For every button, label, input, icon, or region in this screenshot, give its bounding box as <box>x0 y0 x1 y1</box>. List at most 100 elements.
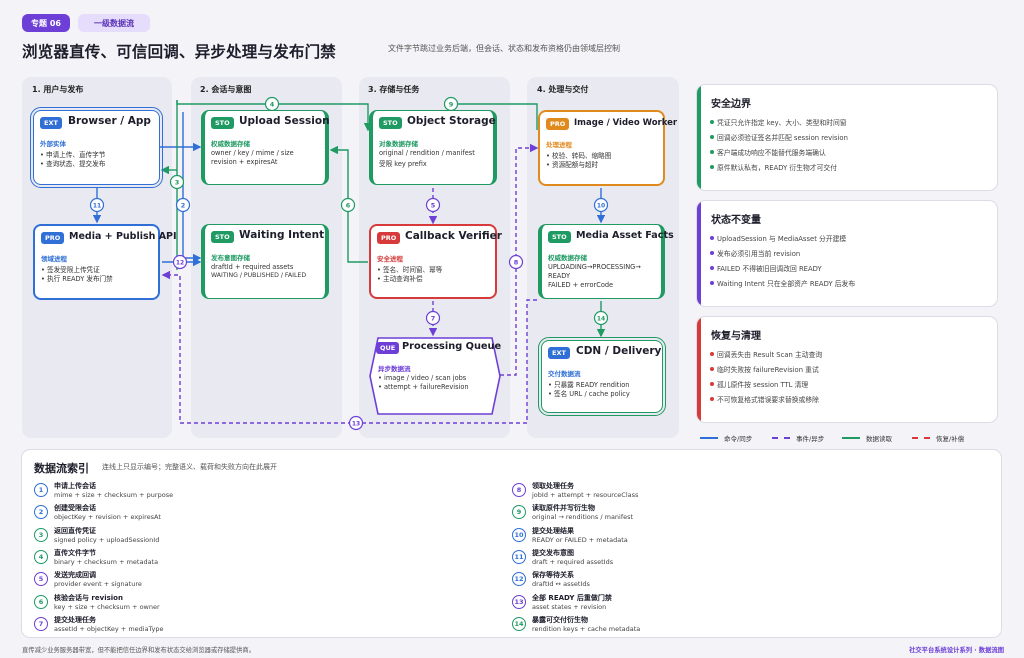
node-line: • 申请上传、直传字节 <box>40 151 106 159</box>
lane-title-user: 1. 用户与发布 <box>32 85 84 94</box>
flow-badge-12: 12 <box>172 254 188 270</box>
node-line: • 签名 URL / cache policy <box>548 390 630 398</box>
svg-text:2: 2 <box>181 202 186 210</box>
index-item-desc: jobId + attempt + resourceClass <box>532 491 639 499</box>
node-media-api: PRO Media + Publish API 领域进程 • 签发受限上传凭证 … <box>33 224 177 300</box>
panel-security: 安全边界 凭证只允许指定 key、大小、类型和时间窗 回调必须验证签名并匹配 s… <box>697 85 997 190</box>
node-title: Callback Verifier <box>405 230 502 242</box>
node-role: 外部实体 <box>40 140 66 148</box>
node-line: • 只暴露 READY rendition <box>548 381 630 389</box>
node-tag: STO <box>548 231 571 243</box>
node-title: Upload Session <box>239 115 330 127</box>
flow-badge-14: 14 <box>593 310 609 326</box>
panel-item: 凭证只允许指定 key、大小、类型和时间窗 <box>710 117 847 127</box>
svg-text:13: 13 <box>352 421 360 428</box>
legend-recovery: 恢复/补偿 <box>912 433 964 443</box>
panel-title: 状态不变量 <box>711 215 761 226</box>
node-role: 安全进程 <box>377 255 403 263</box>
index-item-desc: asset states + revision <box>532 602 607 611</box>
svg-text:3: 3 <box>175 179 180 187</box>
level-tag: 一级数据流 <box>78 14 150 32</box>
index-number-badge: 13 <box>512 594 526 609</box>
node-title: CDN / Delivery <box>576 345 662 357</box>
index-item-desc: READY or FAILED + metadata <box>532 535 628 544</box>
flow-badge-10: 10 <box>593 197 609 213</box>
lane-title-storage: 3. 存储与任务 <box>368 85 420 94</box>
page-title: 浏览器直传、可信回调、异步处理与发布门禁 <box>22 43 337 61</box>
index-item-desc: binary + checksum + metadata <box>54 557 159 566</box>
node-line: UPLOADING→PROCESSING→ <box>548 263 641 271</box>
index-number-badge: 6 <box>34 594 48 609</box>
node-cdn: EXT CDN / Delivery 交付数据流 • 只暴露 READY ren… <box>538 337 666 416</box>
index-item-desc: draftId ↔ assetIds <box>532 580 590 589</box>
index-number-badge: 11 <box>512 549 526 564</box>
footer-note: 直传减少业务服务器带宽，但不能把信任边界和发布状态交给浏览器或存储提供商。 <box>22 647 255 654</box>
flow-badge-5: 5 <box>425 197 441 213</box>
flow-badge-6: 6 <box>340 197 356 213</box>
node-line: • 签名、时间窗、幂等 <box>377 266 443 274</box>
node-line: • 主动查询补偿 <box>377 275 423 283</box>
index-item-title: 提交发布意图 <box>532 548 574 557</box>
panel-invariants: 状态不变量 UploadSession 与 MediaAsset 分开建模 发布… <box>697 201 997 306</box>
panel-accent-bar <box>697 317 701 422</box>
node-object-storage: STO Object Storage 对象数据存储 original / ren… <box>369 110 497 185</box>
index-item-title: 保存等待关系 <box>532 571 574 580</box>
node-tag: PRO <box>377 232 401 244</box>
panel-item: UploadSession 与 MediaAsset 分开建模 <box>710 233 846 243</box>
lane-title-session: 2. 会话与意图 <box>200 85 252 94</box>
index-item-desc: signed policy + uploadSessionId <box>54 535 160 544</box>
node-tag: PRO <box>41 232 65 244</box>
panel-recovery: 恢复与清理 回调丢失由 Result Scan 主动查询 临时失败按 failu… <box>697 317 997 422</box>
index-number-badge: 1 <box>34 483 48 497</box>
index-item-title: 返回直传凭证 <box>54 526 96 535</box>
index-number-badge: 2 <box>34 505 48 520</box>
node-line: owner / key / mime / size <box>211 149 294 157</box>
index-number-badge: 3 <box>34 527 48 542</box>
index-item-title: 暴露可交付衍生物 <box>532 615 588 624</box>
node-role: 权威数据存储 <box>548 254 587 262</box>
panel-item: 回调丢失由 Result Scan 主动查询 <box>710 349 822 359</box>
svg-text:5: 5 <box>431 202 436 210</box>
index-number-badge: 9 <box>512 505 526 520</box>
index-item-title: 核验会话与 revision <box>54 593 123 602</box>
flow-badge-7: 7 <box>425 310 441 326</box>
svg-text:8: 8 <box>514 259 519 267</box>
node-tag: QUE <box>376 342 400 354</box>
flow-badge-13: 13 <box>348 415 364 431</box>
node-tag: EXT <box>548 347 570 359</box>
index-item-desc: mime + size + checksum + purpose <box>54 491 174 499</box>
node-role: 发布意图存储 <box>211 254 250 262</box>
node-title: Media Asset Facts <box>576 230 674 241</box>
panel-item: 原件默认私有，READY 衍生物才可交付 <box>710 162 837 172</box>
topic-tag: 专题 06 <box>22 14 70 32</box>
index-item-desc: original → renditions / manifest <box>532 513 634 522</box>
flow-badge-9: 9 <box>443 96 459 112</box>
index-number-badge: 4 <box>34 549 48 564</box>
node-role: 处理进程 <box>546 141 572 149</box>
flow-badge-11: 11 <box>89 197 105 213</box>
node-line: original / rendition / manifest <box>379 149 475 157</box>
node-line: • attempt + failureRevision <box>378 383 469 391</box>
svg-text:7: 7 <box>431 315 436 323</box>
legend-event: 事件/异步 <box>772 433 824 443</box>
node-line: • 资源配额与超时 <box>546 161 599 169</box>
panel-item: 回调必须验证签名并匹配 session revision <box>710 132 848 142</box>
node-asset-facts: STO Media Asset Facts 权威数据存储 UPLOADING→P… <box>538 224 674 299</box>
lane-title-processing: 4. 处理与交付 <box>537 85 589 94</box>
index-item-title: 创建受限会话 <box>54 504 96 513</box>
node-line: revision + expiresAt <box>211 158 278 166</box>
flow-badge-3: 3 <box>169 174 185 190</box>
node-tag: PRO <box>546 118 570 130</box>
node-processing-queue: QUE Processing Queue 异步数据流 • image / vid… <box>368 336 502 416</box>
index-number-badge: 10 <box>512 527 526 542</box>
index-item-title: 直传文件字节 <box>54 548 96 557</box>
svg-text:9: 9 <box>449 101 454 109</box>
legend-read: 数据读取 <box>842 433 892 443</box>
node-tag: STO <box>379 117 402 129</box>
node-line: • 校验、转码、缩略图 <box>546 152 612 160</box>
svg-text:12: 12 <box>176 260 184 267</box>
node-title: Waiting Intent <box>239 229 325 241</box>
panel-item: Waiting Intent 只在全部资产 READY 后发布 <box>710 278 855 288</box>
index-item-title: 读取原件并写衍生物 <box>532 504 595 513</box>
